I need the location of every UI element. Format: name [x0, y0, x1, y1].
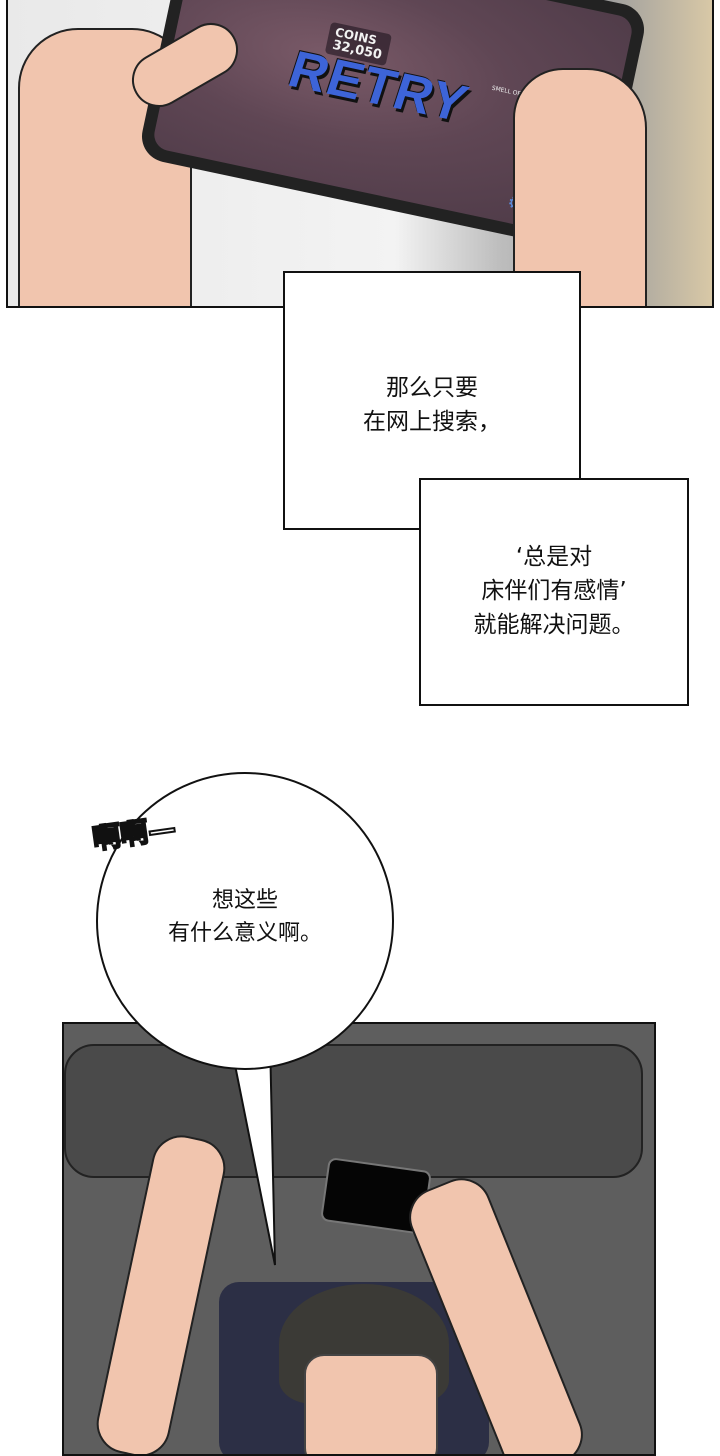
bubble-tail	[228, 1040, 276, 1266]
caption-line: 床伴们有感情’	[481, 578, 627, 604]
speech-line: 有什么意义啊。	[167, 921, 322, 946]
right-hand	[513, 68, 647, 306]
sofa-back	[64, 1044, 643, 1178]
speech-line: 想这些	[211, 888, 278, 913]
caption-line: 在网上搜索，	[363, 409, 501, 435]
caption-line: ‘总是对	[515, 544, 593, 570]
top-panel: COINS 32,050 CHAPTER 2 SMELL OF FINGER M…	[6, 0, 714, 308]
speech-bubble: 想这些 有什么意义啊。	[96, 772, 394, 1070]
caption-box-2-cover	[421, 480, 577, 530]
arm-left	[91, 1129, 231, 1454]
caption-line: 就能解决问题。	[473, 612, 635, 638]
bottom-panel	[62, 1022, 656, 1456]
character-face	[304, 1354, 438, 1454]
caption-line: 那么只要	[386, 375, 478, 401]
